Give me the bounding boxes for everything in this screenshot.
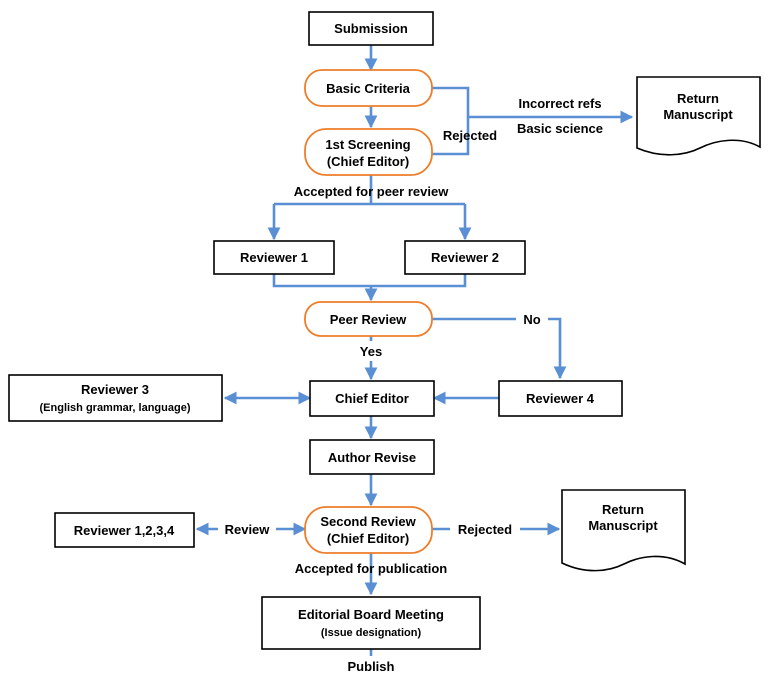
return-manuscript-1-label: Return bbox=[677, 91, 719, 106]
chief-editor-label: Chief Editor bbox=[335, 391, 409, 406]
node-first-screening: 1st Screening (Chief Editor) bbox=[304, 128, 433, 176]
node-author-revise: Author Revise bbox=[309, 439, 435, 475]
node-chief-editor: Chief Editor bbox=[309, 380, 435, 417]
node-second-review: Second Review (Chief Editor) bbox=[304, 506, 433, 554]
reviewer-3-label: Reviewer 3 bbox=[81, 382, 149, 397]
node-editorial-board: Editorial Board Meeting (Issue designati… bbox=[261, 596, 481, 650]
label-publish: Publish bbox=[348, 659, 395, 674]
reviewer-2-label: Reviewer 2 bbox=[431, 250, 499, 265]
node-reviewer-1: Reviewer 1 bbox=[213, 240, 335, 275]
editorial-board-label: Editorial Board Meeting bbox=[298, 607, 444, 622]
label-accepted-peer-review: Accepted for peer review bbox=[294, 184, 450, 199]
return-manuscript-1-sublabel: Manuscript bbox=[663, 107, 733, 122]
label-yes: Yes bbox=[360, 344, 382, 359]
reviewer-1-label: Reviewer 1 bbox=[240, 250, 308, 265]
node-submission: Submission bbox=[308, 11, 434, 46]
line-screening-reject bbox=[432, 117, 470, 156]
line-basic-criteria-reject bbox=[432, 86, 470, 117]
first-screening-sublabel: (Chief Editor) bbox=[327, 154, 409, 169]
peer-review-label: Peer Review bbox=[330, 312, 407, 327]
label-no: No bbox=[523, 312, 540, 327]
second-review-sublabel: (Chief Editor) bbox=[327, 531, 409, 546]
label-incorrect-refs: Incorrect refs bbox=[518, 96, 601, 111]
label-rejected-second-review: Rejected bbox=[458, 522, 512, 537]
reviewer-3-sublabel: (English grammar, language) bbox=[40, 402, 191, 414]
reviewer-1234-label: Reviewer 1,2,3,4 bbox=[74, 523, 175, 538]
basic-criteria-label: Basic Criteria bbox=[326, 81, 411, 96]
return-manuscript-2-sublabel: Manuscript bbox=[588, 518, 658, 533]
arrow-peer-review-no bbox=[432, 317, 567, 380]
node-return-manuscript-1: Return Manuscript bbox=[636, 76, 761, 156]
node-reviewer-2: Reviewer 2 bbox=[404, 240, 526, 275]
return-manuscript-2-label: Return bbox=[602, 502, 644, 517]
second-review-label: Second Review bbox=[320, 514, 416, 529]
reviewer-4-label: Reviewer 4 bbox=[526, 391, 595, 406]
editorial-board-sublabel: (Issue designation) bbox=[321, 627, 422, 639]
label-basic-science: Basic science bbox=[517, 121, 603, 136]
node-reviewer-1234: Reviewer 1,2,3,4 bbox=[54, 512, 195, 548]
submission-label: Submission bbox=[334, 21, 408, 36]
author-revise-label: Author Revise bbox=[328, 450, 416, 465]
node-reviewer-4: Reviewer 4 bbox=[498, 380, 623, 417]
label-rejected-screening: Rejected bbox=[443, 128, 497, 143]
node-reviewer-3: Reviewer 3 (English grammar, language) bbox=[8, 374, 223, 422]
line-join-reviewers bbox=[272, 274, 467, 288]
label-review: Review bbox=[225, 522, 271, 537]
node-return-manuscript-2: Return Manuscript bbox=[561, 489, 686, 572]
label-accepted-publication: Accepted for publication bbox=[295, 561, 447, 576]
node-basic-criteria: Basic Criteria bbox=[304, 69, 433, 107]
first-screening-label: 1st Screening bbox=[325, 137, 410, 152]
node-peer-review: Peer Review bbox=[304, 301, 433, 337]
